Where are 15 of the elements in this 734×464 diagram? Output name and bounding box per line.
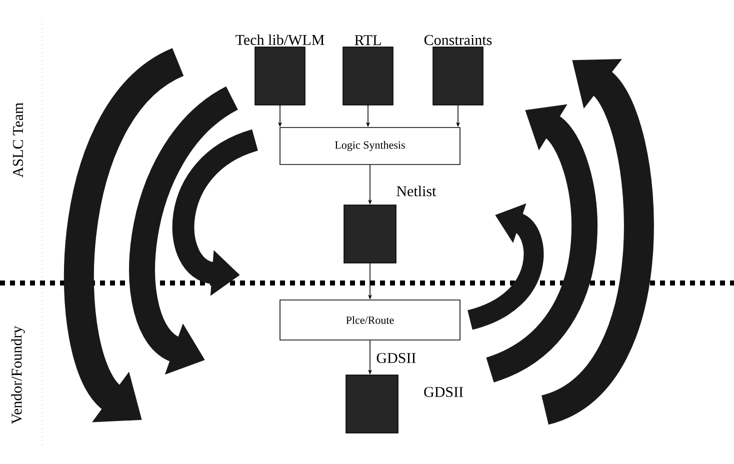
side-label: ASLC Team [12,102,24,178]
process-box: Plce/Route [280,300,460,340]
data-square: RTL [342,35,394,106]
node-label: Tech lib/WLM [236,34,324,46]
side-label: Vendor/Foundry [11,326,25,424]
process-box: Logic Synthesis [280,127,460,165]
edge-label: Netlist [395,184,438,198]
edge-label: GDSII [375,352,418,364]
data-square: Tech lib/WLM [236,34,324,106]
node-label: Constraints [424,34,492,46]
side-text: GDSII [424,386,463,398]
node-label: RTL [354,35,381,46]
data-square: Constraints [424,35,492,106]
data-square [344,204,396,264]
data-square [346,374,398,434]
